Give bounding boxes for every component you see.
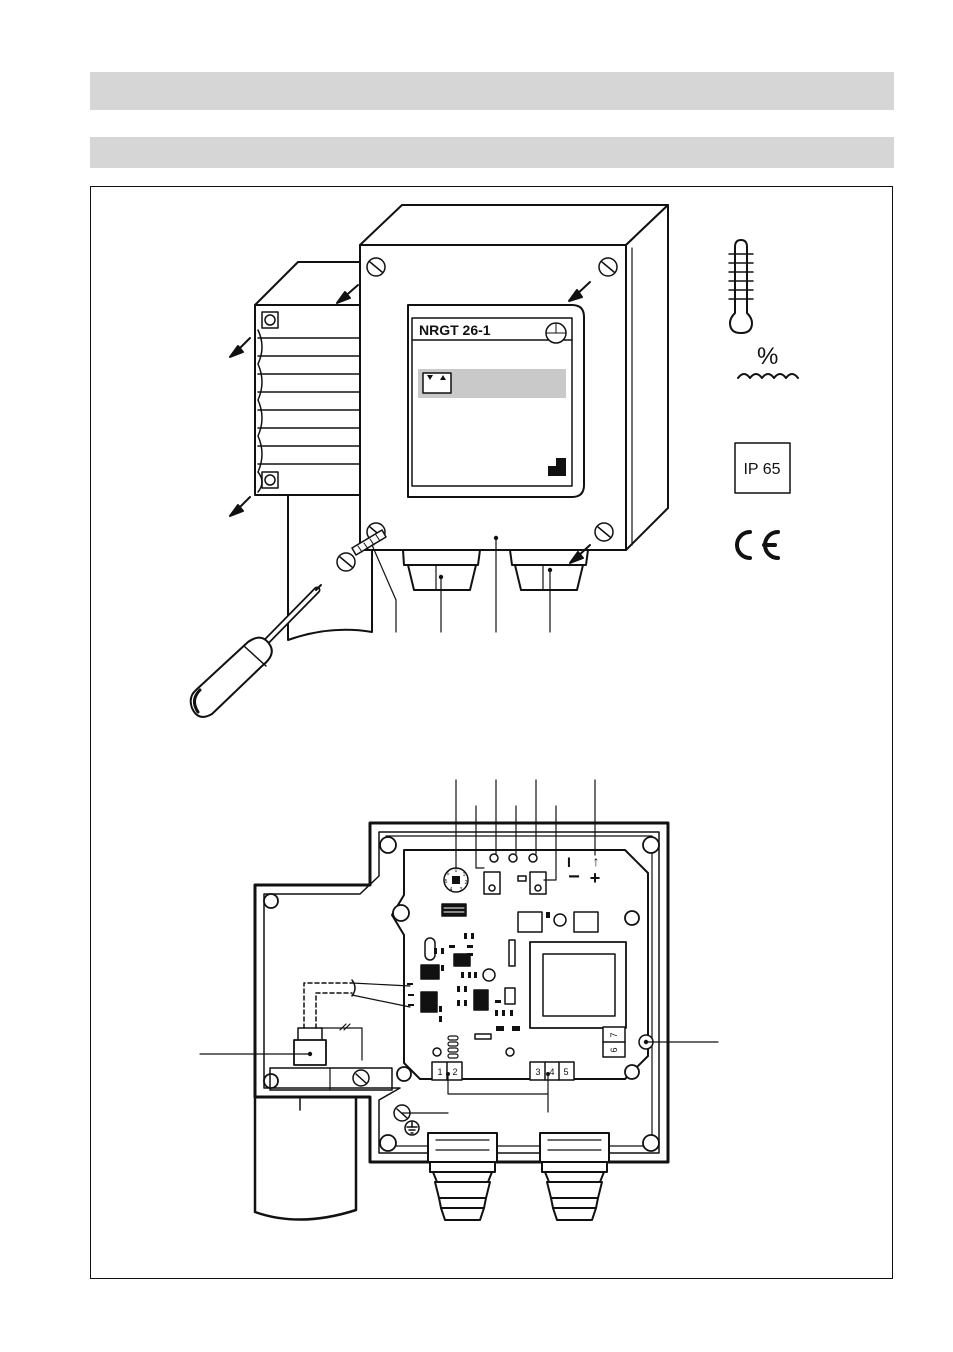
housing-interior: 012 345 6: [199, 779, 719, 1221]
section-header-bar: [90, 72, 894, 110]
housing-exterior: NRGT 26-1: [229, 204, 669, 641]
terminal-pin-4: 4: [549, 1067, 554, 1077]
humidity-percent-symbol: %: [757, 343, 778, 370]
svg-text:5: 5: [445, 879, 448, 885]
polarity-bar-mark: I: [567, 854, 571, 870]
svg-text:3: 3: [460, 887, 463, 893]
screwdriver-icon: [189, 584, 322, 718]
thermometer-icon: [728, 239, 754, 334]
polarity-plus-mark: +: [590, 868, 601, 888]
polarity-minus-mark: −: [568, 866, 580, 888]
ip-rating-icon: IP 65: [734, 442, 791, 494]
figure-frame: [90, 186, 893, 1279]
polarity-arrow-mark: ↑: [593, 853, 600, 869]
svg-text:1: 1: [463, 872, 466, 878]
svg-text:2: 2: [465, 880, 468, 886]
model-label: NRGT 26-1: [419, 322, 491, 338]
svg-text:4: 4: [450, 887, 453, 893]
ce-mark-icon: [735, 530, 780, 560]
earth-ground-icon: [404, 1120, 420, 1136]
svg-text:0: 0: [455, 868, 458, 874]
subsection-header-bar: [90, 137, 894, 168]
humidity-icon: %: [737, 343, 799, 379]
terminal-pin-7: 7: [609, 1032, 619, 1037]
terminal-pin-1: 1: [437, 1067, 442, 1077]
ip-rating-label: IP 65: [743, 461, 780, 478]
terminal-pin-5: 5: [563, 1067, 568, 1077]
terminal-pin-3: 3: [535, 1067, 540, 1077]
terminal-pin-6: 6: [609, 1047, 619, 1052]
terminal-pin-2: 2: [452, 1067, 457, 1077]
svg-text:6: 6: [447, 871, 450, 877]
